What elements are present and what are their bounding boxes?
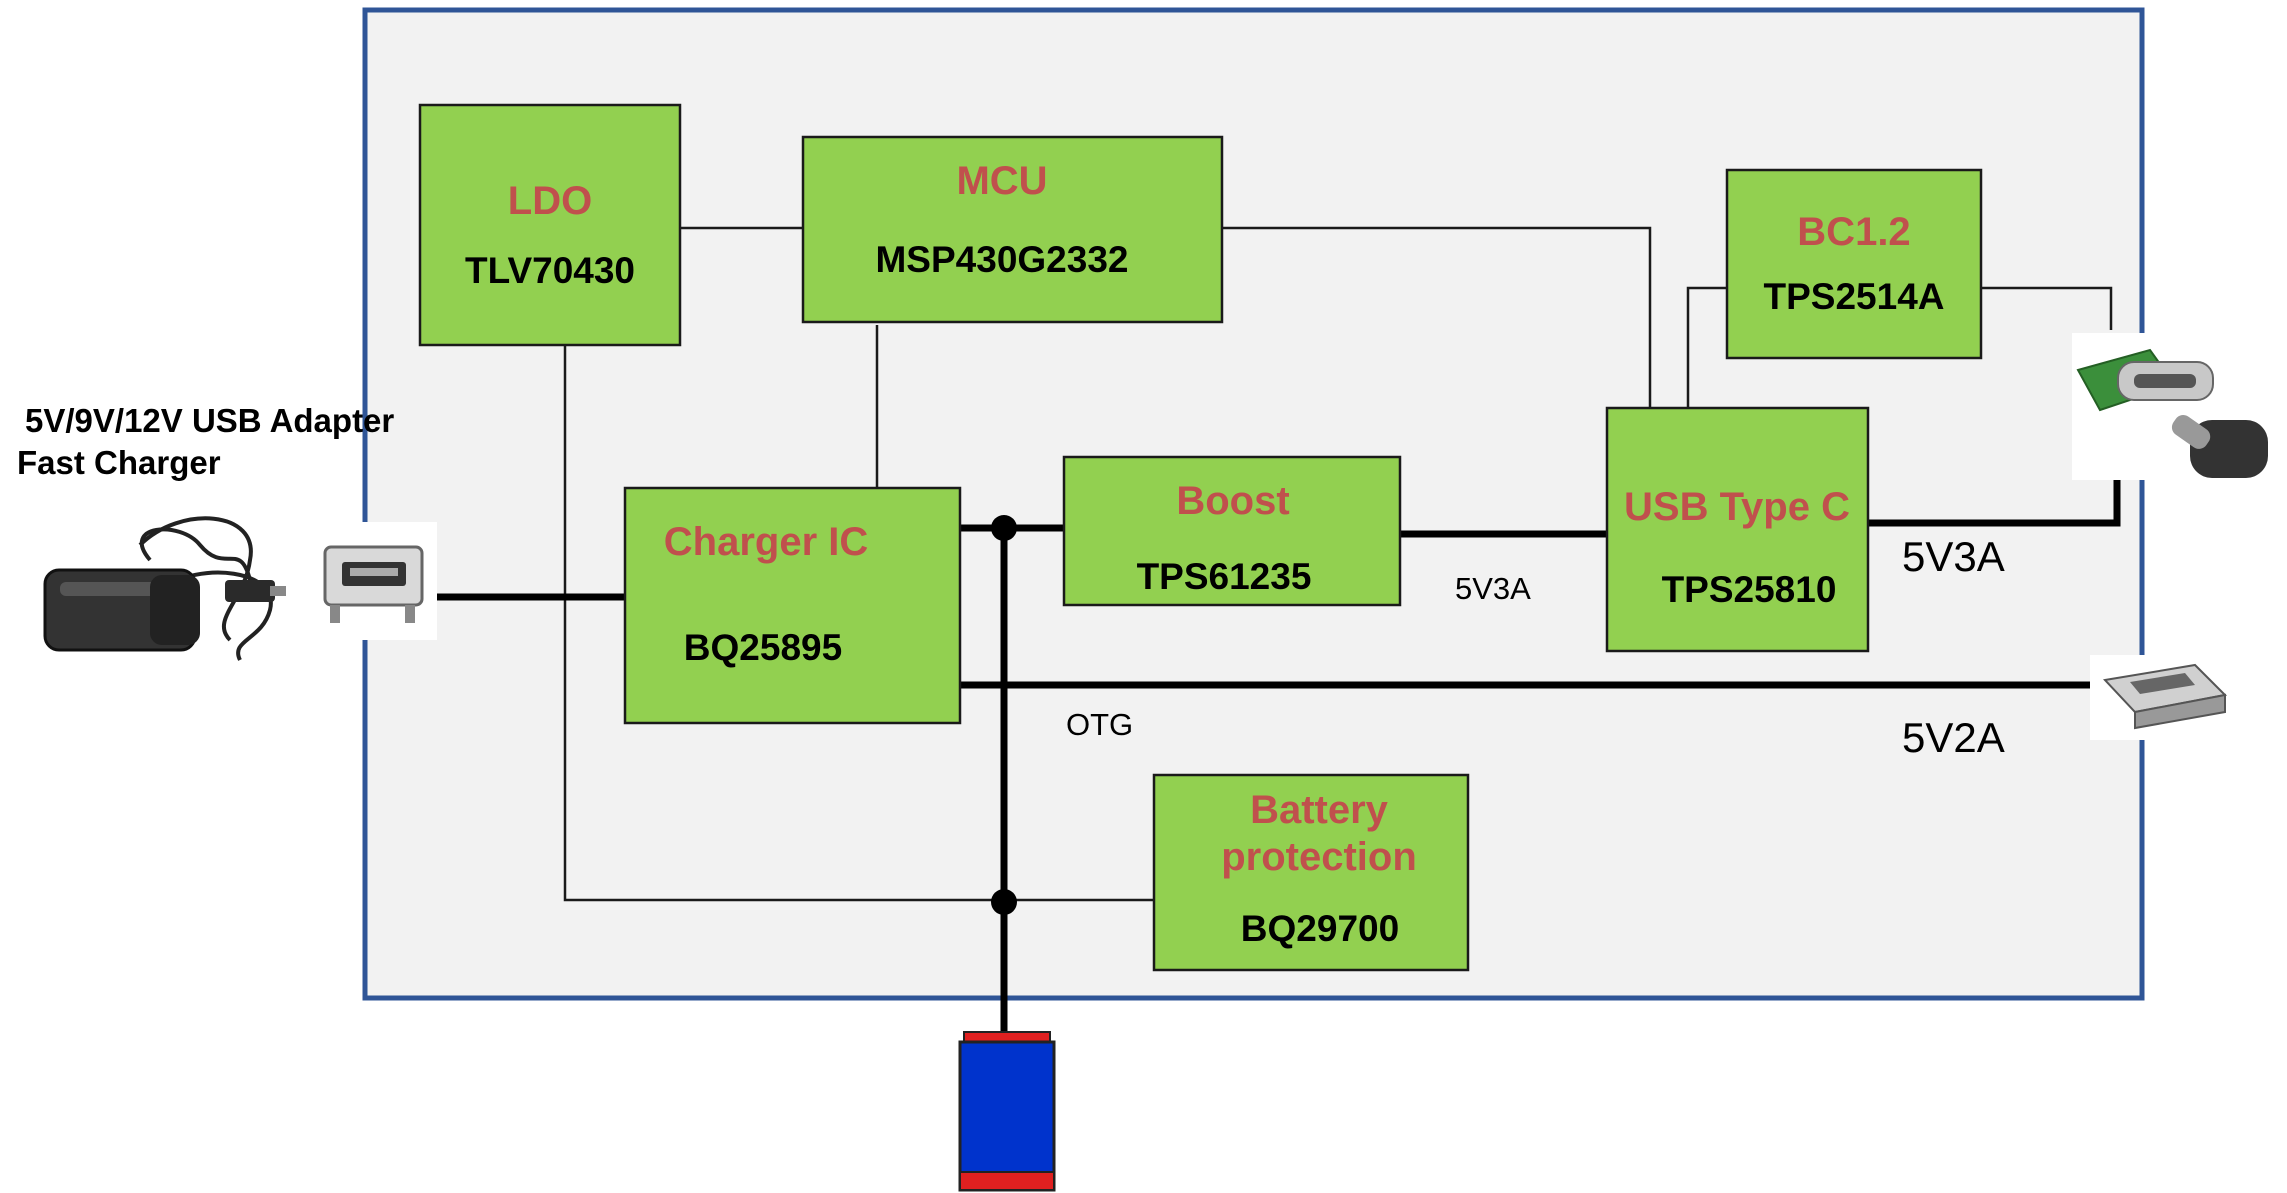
wall-adapter-icon <box>43 516 286 661</box>
boost-output-label: 5V3A <box>1455 571 1531 606</box>
ldo-block: LDO TLV70430 <box>418 103 682 347</box>
adapter-label-line2: Fast Charger <box>17 444 221 481</box>
junction-dot <box>991 889 1017 915</box>
mcu-part-number: MSP430G2332 <box>875 239 1128 280</box>
usb-a-connector-icon <box>2090 655 2230 740</box>
usb-c-connector-icon <box>2072 333 2269 480</box>
ldo-title: LDO <box>508 179 592 223</box>
battery-protection-title-line2: protection <box>1221 835 1417 879</box>
mcu-title: MCU <box>956 159 1047 203</box>
ldo-part-number: TLV70430 <box>465 250 635 291</box>
battery-protection-block: Battery protection BQ29700 <box>1152 773 1470 972</box>
battery-icon <box>958 1031 1056 1192</box>
bc12-part-number: TPS2514A <box>1764 276 1945 317</box>
bc12-title: BC1.2 <box>1797 210 1910 254</box>
battery-protection-part-number: BQ29700 <box>1241 908 1399 949</box>
charger-ic-part-number: BQ25895 <box>684 627 842 668</box>
boost-title: Boost <box>1176 479 1289 523</box>
charger-ic-block: Charger IC BQ25895 <box>623 486 962 725</box>
mcu-block: MCU MSP430G2332 <box>801 135 1224 324</box>
boost-block: Boost TPS61235 <box>1062 455 1402 607</box>
usb-type-c-part-number: TPS25810 <box>1662 569 1837 610</box>
charger-ic-title: Charger IC <box>664 520 869 564</box>
battery-protection-title-line1: Battery <box>1250 788 1389 832</box>
type-c-output-label: 5V3A <box>1902 533 2005 580</box>
boost-part-number: TPS61235 <box>1137 556 1312 597</box>
power-lines <box>437 480 2121 1035</box>
otg-label: OTG <box>1066 707 1133 742</box>
usb-a-output-label: 5V2A <box>1902 714 2005 761</box>
adapter-label-line1: 5V/9V/12V USB Adapter <box>25 402 394 439</box>
junction-dot <box>991 515 1017 541</box>
mini-usb-receptacle-icon <box>312 522 437 640</box>
bc12-block: BC1.2 TPS2514A <box>1725 168 1983 360</box>
usb-type-c-title: USB Type C <box>1624 485 1850 529</box>
control-lines <box>563 226 2113 902</box>
usb-type-c-block: USB Type C TPS25810 <box>1605 406 1870 653</box>
